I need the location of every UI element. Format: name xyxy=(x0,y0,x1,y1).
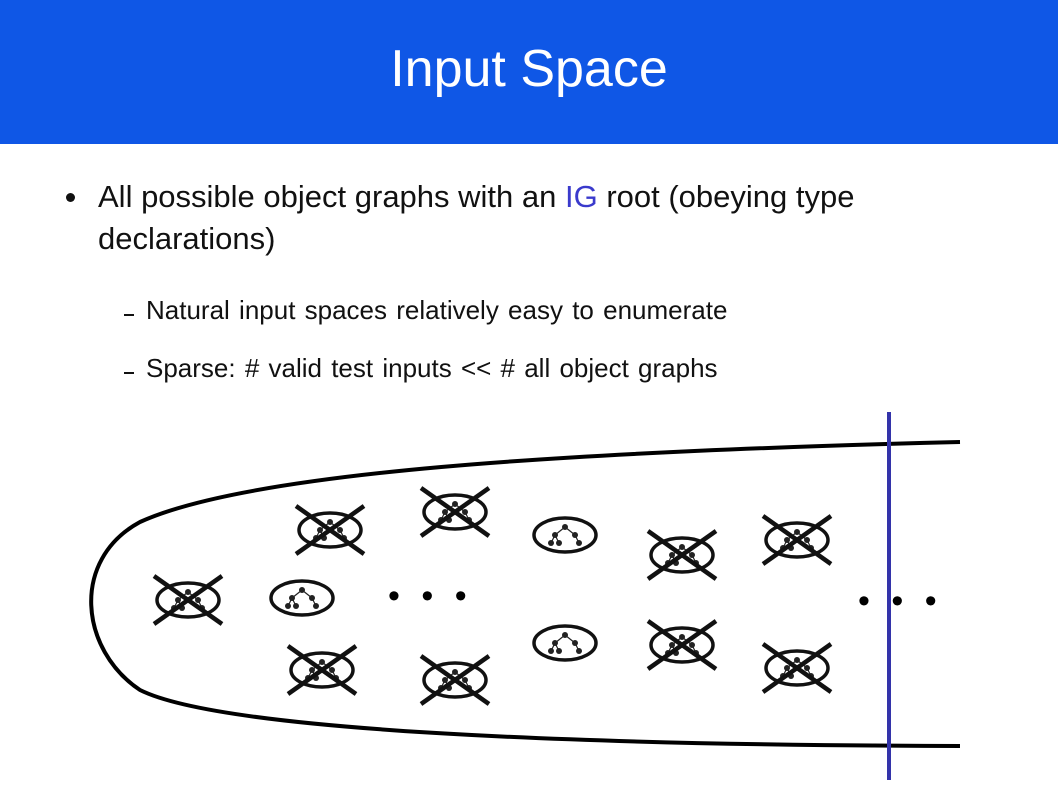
invalid-object-graph xyxy=(646,619,718,671)
tree-node xyxy=(452,669,458,675)
tree-node xyxy=(556,648,562,654)
tree-node xyxy=(313,603,319,609)
input-space-boundary xyxy=(89,440,961,748)
tree-node xyxy=(442,677,448,683)
sub-bullet-dash xyxy=(124,314,134,316)
tree-node xyxy=(669,552,675,558)
tree-node xyxy=(784,537,790,543)
sub-bullet-2: Sparse: # valid test inputs << # all obj… xyxy=(146,353,718,383)
tree-node xyxy=(794,529,800,535)
main-bullet-prefix: All possible object graphs with an xyxy=(98,179,565,214)
invalid-object-graph xyxy=(286,644,358,696)
tree-icon xyxy=(285,587,319,609)
graph-ellipse xyxy=(532,624,598,662)
invalid-object-graph xyxy=(419,486,491,538)
tree-node xyxy=(804,665,810,671)
sub-bullet-1: Natural input spaces relatively easy to … xyxy=(146,295,728,325)
tree-node xyxy=(576,648,582,654)
tree-node xyxy=(679,634,685,640)
tree-node xyxy=(572,532,578,538)
tree-node xyxy=(309,667,315,673)
tree-icon xyxy=(548,524,582,546)
tree-node xyxy=(784,665,790,671)
tree-node xyxy=(552,640,558,646)
cross-line xyxy=(419,486,491,538)
tree-node xyxy=(329,667,335,673)
main-bullet: All possible object graphs with an IG ro… xyxy=(98,176,998,260)
ellipsis-middle: • • • xyxy=(388,577,473,615)
tree-node xyxy=(337,527,343,533)
cross-line xyxy=(761,514,833,566)
tree-node xyxy=(462,509,468,515)
bullet-dot xyxy=(66,193,75,202)
graph-ellipse xyxy=(269,579,335,617)
tree-node xyxy=(548,540,554,546)
input-space-diagram: • • • • • • xyxy=(89,412,961,780)
tree-node xyxy=(285,603,291,609)
title-bar: Input Space xyxy=(0,0,1058,144)
tree-node xyxy=(327,519,333,525)
tree-node xyxy=(293,603,299,609)
tree-node xyxy=(195,597,201,603)
tree-node xyxy=(548,648,554,654)
ellipsis-right: • • • xyxy=(858,582,943,620)
cross-line xyxy=(646,529,718,581)
valid-object-graph xyxy=(532,624,598,662)
valid-object-graph xyxy=(532,516,598,554)
cross-line xyxy=(646,619,718,671)
invalid-object-graph xyxy=(761,514,833,566)
main-bullet-highlight: IG xyxy=(564,179,598,214)
tree-node xyxy=(462,677,468,683)
invalid-object-graph xyxy=(152,574,224,626)
valid-object-graph xyxy=(269,579,335,617)
tree-node xyxy=(576,540,582,546)
cross-line xyxy=(286,644,358,696)
main-bullet-suffix: root (obeying type declarations) xyxy=(98,179,855,256)
tree-node xyxy=(572,640,578,646)
cross-line xyxy=(294,504,366,556)
tree-node xyxy=(804,537,810,543)
tree-node xyxy=(317,527,323,533)
tree-node xyxy=(562,632,568,638)
sub-bullet-dash xyxy=(124,372,134,374)
object-graphs xyxy=(152,486,833,706)
tree-node xyxy=(669,642,675,648)
tree-node xyxy=(794,657,800,663)
tree-node xyxy=(309,595,315,601)
slide-title: Input Space xyxy=(390,40,668,98)
cross-line xyxy=(419,654,491,706)
invalid-object-graph xyxy=(646,529,718,581)
tree-node xyxy=(552,532,558,538)
cross-line xyxy=(152,574,224,626)
tree-node xyxy=(319,659,325,665)
tree-node xyxy=(299,587,305,593)
tree-icon xyxy=(548,632,582,654)
tree-node xyxy=(556,540,562,546)
tree-node xyxy=(289,595,295,601)
cross-line xyxy=(761,642,833,694)
tree-node xyxy=(562,524,568,530)
invalid-object-graph xyxy=(294,504,366,556)
tree-node xyxy=(442,509,448,515)
tree-node xyxy=(175,597,181,603)
tree-node xyxy=(452,501,458,507)
tree-node xyxy=(679,544,685,550)
graph-ellipse xyxy=(532,516,598,554)
invalid-object-graph xyxy=(419,654,491,706)
tree-node xyxy=(185,589,191,595)
tree-node xyxy=(689,552,695,558)
invalid-object-graph xyxy=(761,642,833,694)
tree-node xyxy=(689,642,695,648)
